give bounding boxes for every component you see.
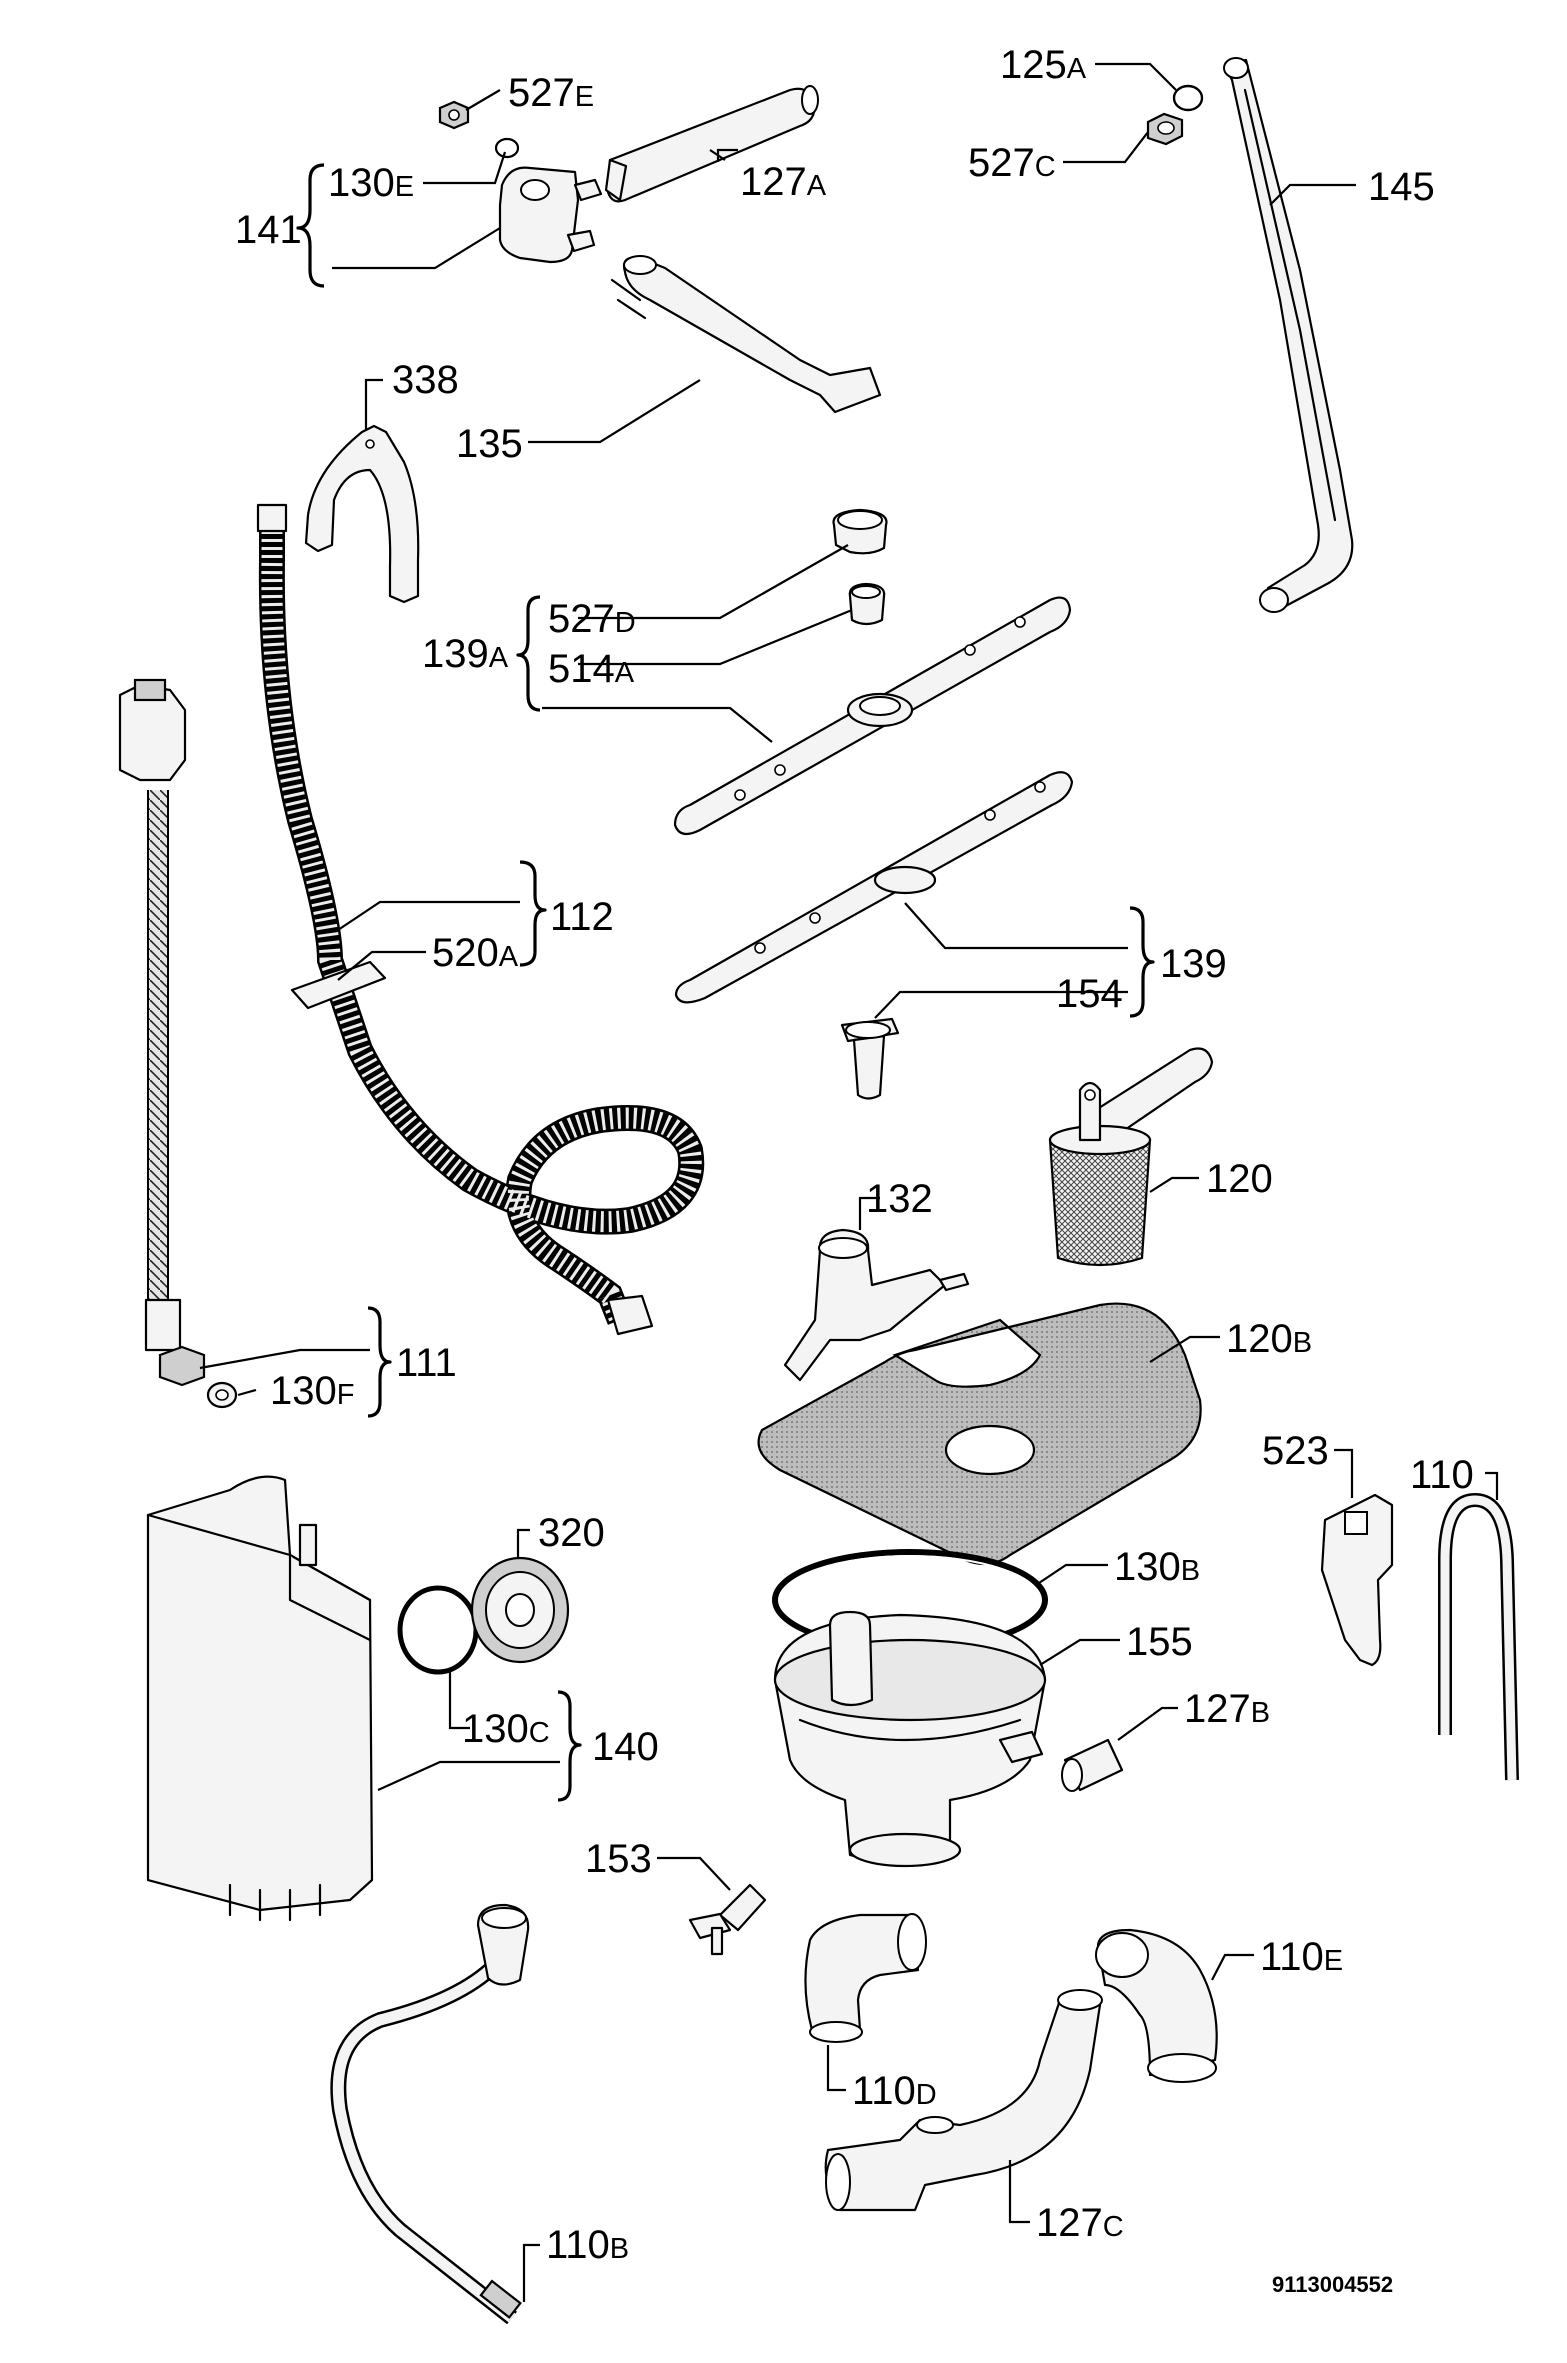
part-527d-nut [832, 508, 888, 555]
part-112-drain-hose [256, 503, 705, 1336]
part-130f-ring [206, 1381, 238, 1409]
part-127a-connector [604, 85, 819, 203]
label-127b: 127B [1184, 1687, 1270, 1731]
label-127a: 127A [740, 160, 827, 204]
label-527e: 527E [508, 71, 594, 115]
part-132-cup [783, 1228, 970, 1382]
part-139-lower-spray-arm [674, 771, 1074, 1004]
label-110d: 110D [852, 2069, 937, 2113]
part-111-inlet-hose [118, 678, 206, 1387]
part-127c-pipe [824, 1989, 1103, 2212]
part-520a-clamp [290, 960, 387, 1010]
part-139a-upper-spray-arm [673, 596, 1072, 836]
label-320: 320 [538, 1511, 605, 1555]
part-320-cap [470, 1556, 570, 1664]
label-112: 112 [550, 895, 614, 939]
part-527e-nut [438, 100, 470, 130]
part-527c-nut [1146, 112, 1184, 146]
label-141: 141 [235, 208, 302, 252]
part-130c-ring [397, 1585, 479, 1675]
label-127c: 127C [1036, 2201, 1124, 2245]
label-130c: 130C [462, 1707, 550, 1751]
label-139a: 139A [422, 632, 509, 676]
part-110d-elbow [804, 1913, 927, 2043]
label-110e: 110E [1260, 1935, 1343, 1979]
label-130e: 130E [328, 161, 414, 205]
label-130b: 130B [1114, 1545, 1200, 1589]
part-127b-tube [1061, 1738, 1124, 1792]
label-120: 120 [1206, 1157, 1273, 1201]
label-520a: 520A [432, 931, 519, 975]
label-130f: 130F [270, 1369, 354, 1413]
part-153-valve [688, 1883, 767, 1956]
part-514a-bearing [848, 582, 886, 626]
part-141-manifold [498, 166, 603, 264]
part-125a-ring [1172, 84, 1204, 112]
label-527c: 527C [968, 141, 1056, 185]
part-120-filter [1048, 1047, 1214, 1267]
part-523-bracket [1320, 1493, 1394, 1667]
label-145: 145 [1368, 165, 1435, 209]
label-110: 110 [1410, 1453, 1474, 1497]
label-527d: 527D [548, 597, 636, 641]
label-111: 111 [396, 1341, 457, 1385]
label-135: 135 [456, 422, 523, 466]
part-338-bracket [304, 424, 420, 604]
part-120b-filter-plate [757, 1302, 1202, 1566]
part-140-softener [146, 1475, 374, 1922]
part-110e-elbow [1095, 1928, 1218, 2083]
document-number: 9113004552 [1272, 2272, 1393, 2297]
label-139: 139 [1160, 942, 1227, 986]
label-514a: 514A [548, 647, 635, 691]
part-154-hub [840, 1017, 900, 1100]
leader-lines [199, 62, 1499, 2302]
label-338: 338 [392, 358, 459, 402]
label-125a: 125A [1000, 43, 1087, 87]
part-110b-hose [330, 1903, 530, 2325]
label-140: 140 [592, 1725, 659, 1769]
part-145-upper-tube [1223, 57, 1354, 613]
part-155-sump [773, 1610, 1047, 1868]
part-110-u-hose [1438, 1492, 1519, 1781]
part-130e-ring [494, 137, 520, 159]
label-132: 132 [866, 1177, 933, 1221]
label-523: 523 [1262, 1429, 1329, 1473]
label-153: 153 [585, 1837, 652, 1881]
label-154: 154 [1056, 972, 1123, 1016]
label-110b: 110B [546, 2223, 629, 2267]
label-120b: 120B [1226, 1317, 1312, 1361]
label-155: 155 [1126, 1620, 1193, 1664]
part-135-spray-supply-pipe [610, 255, 882, 414]
